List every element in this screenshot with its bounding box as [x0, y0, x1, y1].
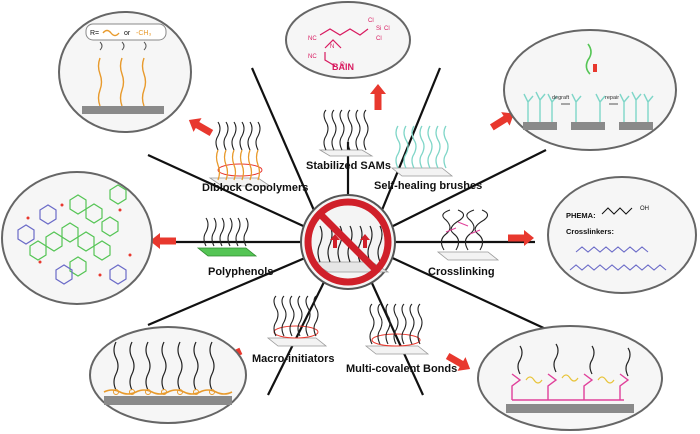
- sams-o: O: [340, 62, 345, 68]
- crosslinking-inset: PHEMA: OH Crosslinkers:: [547, 176, 697, 294]
- sams-si: Si: [376, 26, 381, 32]
- sams-inset: Cl Si Cl Cl NC N NC O BAIN: [285, 1, 411, 79]
- macro-illustration: [266, 295, 328, 347]
- label-stabilized-sams: Stabilized SAMs: [306, 160, 391, 172]
- sams-cl1: Cl: [368, 18, 374, 24]
- crosslinking-illustration: [436, 209, 500, 261]
- polyphenols-illustration: [196, 217, 258, 257]
- sams-cl3: Cl: [376, 36, 382, 42]
- arrow-to-selfhealing-inset: [489, 112, 514, 131]
- sams-nc2: NC: [308, 54, 317, 60]
- diblock-illustration: [208, 121, 272, 187]
- arrow-to-multicovalent-inset: [445, 352, 471, 371]
- sams-nc1: NC: [308, 36, 317, 42]
- label-crosslinking: Crosslinking: [428, 266, 495, 278]
- center-prohibition-sign: [300, 194, 396, 290]
- degrafting-arrows: [330, 234, 370, 248]
- diblock-r-label: R=: [90, 30, 99, 37]
- multicovalent-inset: [477, 325, 663, 431]
- polyphenols-inset: [1, 171, 153, 305]
- diblock-or-text: or: [124, 30, 131, 37]
- selfhealing-illustration: [390, 125, 454, 177]
- label-self-healing-brushes: Self-healing brushes: [374, 180, 483, 192]
- label-polyphenols: Polyphenols: [208, 266, 274, 278]
- label-multi-covalent-bonds: Multi-covalent Bonds: [346, 363, 458, 375]
- label-macro-initiators: Macro-initiators: [252, 353, 335, 365]
- diblock-ch3-text: -CH₃: [136, 30, 151, 37]
- repair-label: repair: [605, 95, 619, 101]
- phema-label: PHEMA:: [566, 211, 596, 220]
- degraft-label: degraft: [552, 95, 570, 101]
- selfhealing-inset: degraft repair: [503, 29, 677, 151]
- sams-illustration: [318, 109, 374, 157]
- oh-label: OH: [640, 206, 649, 212]
- arrow-to-crosslinking-inset: [508, 230, 534, 246]
- crosslinkers-label: Crosslinkers:: [566, 227, 614, 236]
- arrow-to-sams-inset: [370, 84, 386, 110]
- sams-cl2: Cl: [384, 26, 390, 32]
- multicovalent-illustration: [364, 303, 430, 355]
- macro-inset: [89, 326, 247, 424]
- label-diblock-copolymers: Diblock Copolymers: [202, 182, 309, 194]
- bain-label: BAIN: [332, 62, 354, 72]
- diblock-inset: R= or -CH₃: [58, 11, 192, 133]
- sams-n: N: [330, 44, 334, 50]
- arrow-to-diblock-inset: [188, 118, 214, 137]
- arrow-to-polyphenols-inset: [150, 233, 176, 249]
